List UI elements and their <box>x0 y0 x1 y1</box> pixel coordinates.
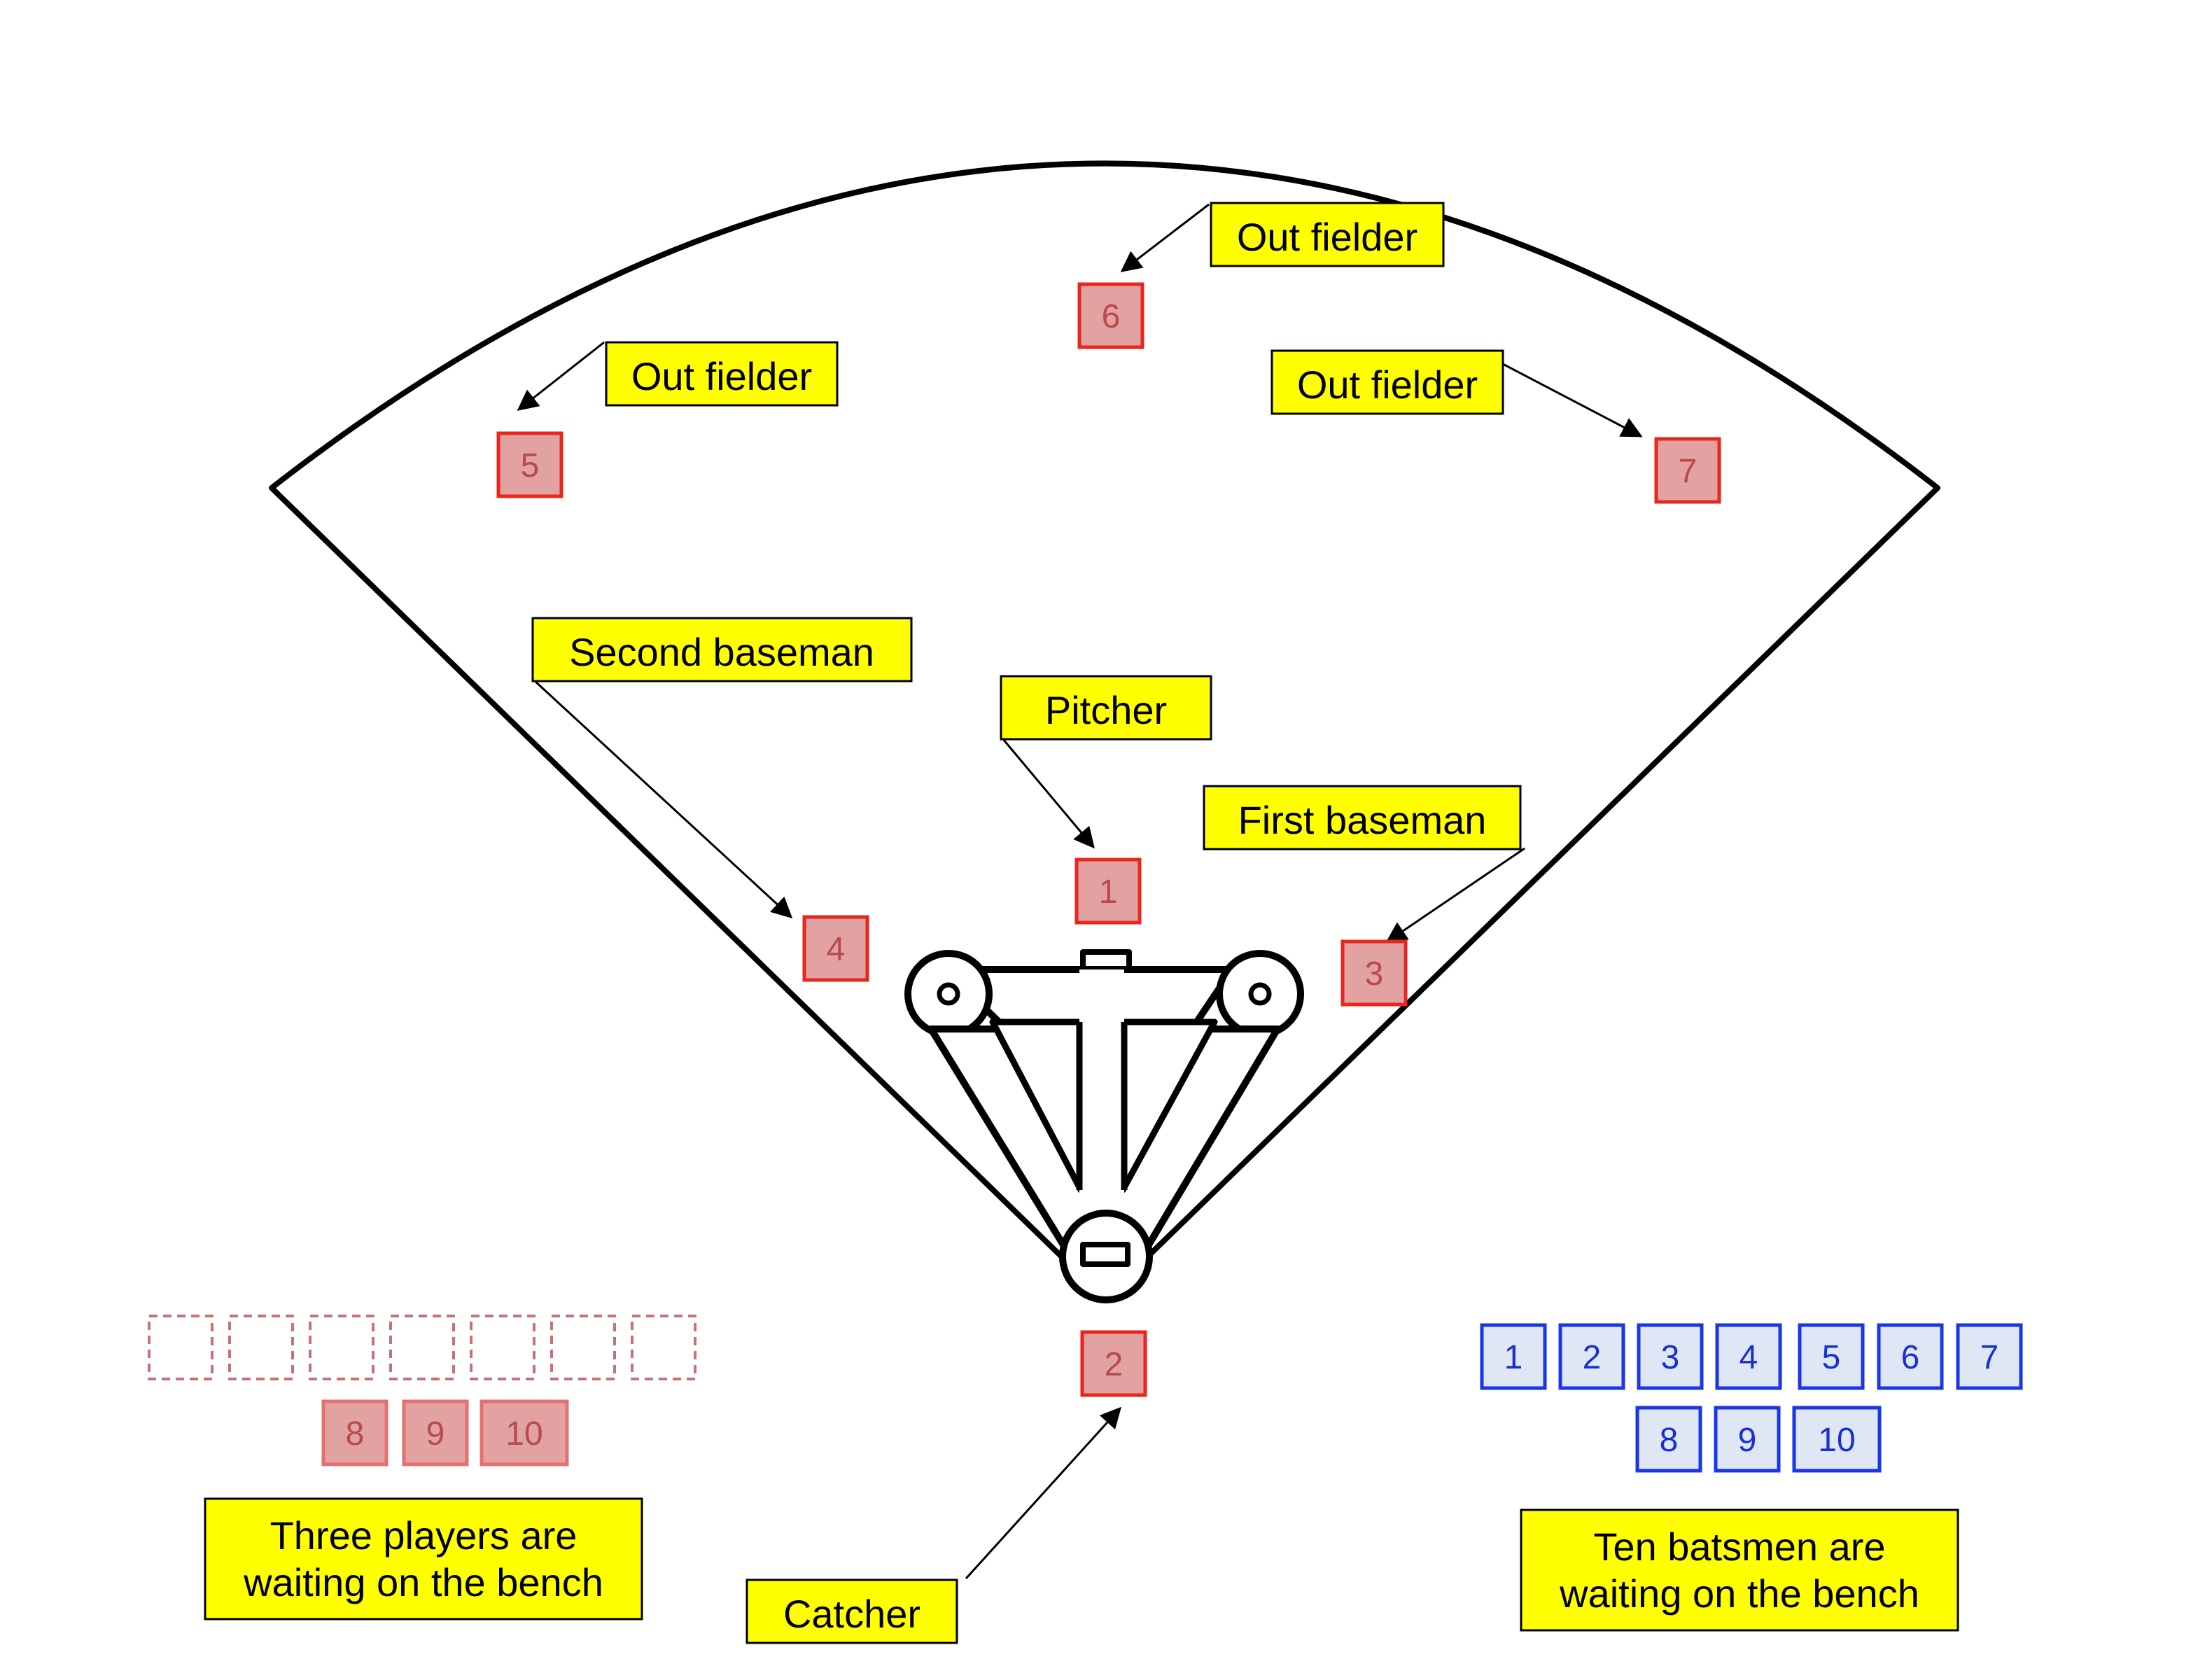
svg-text:9: 9 <box>426 1415 445 1452</box>
bench-fielder-9: 9 <box>402 1399 469 1466</box>
batsman-2: 2 <box>1558 1323 1625 1390</box>
svg-text:Pitcher: Pitcher <box>1045 688 1167 732</box>
svg-text:1: 1 <box>1099 874 1118 911</box>
fielder-1: 1 <box>1074 858 1142 925</box>
svg-text:waiting on the bench: waiting on the bench <box>1559 1572 1919 1616</box>
fielder-2: 2 <box>1080 1330 1147 1397</box>
svg-text:3: 3 <box>1365 955 1384 993</box>
label-bench-batting: Ten batsmen are waiting on the bench <box>1520 1508 1959 1632</box>
empty-bench-slot <box>550 1315 616 1380</box>
fielder-7: 7 <box>1654 437 1721 504</box>
batsman-number: 4 <box>1740 1339 1758 1376</box>
batsman-9: 9 <box>1714 1406 1781 1473</box>
arrow-pitcher <box>1002 738 1095 849</box>
svg-text:First baseman: First baseman <box>1238 798 1487 842</box>
svg-text:7: 7 <box>1679 453 1698 490</box>
batsman-4: 4 <box>1715 1323 1782 1390</box>
arrow-outfielder-right <box>1502 363 1643 438</box>
label-pitcher: Pitcher <box>1000 675 1212 741</box>
svg-text:8: 8 <box>1660 1422 1679 1459</box>
svg-text:Out fielder: Out fielder <box>1297 363 1478 407</box>
svg-text:10: 10 <box>505 1415 542 1452</box>
bench-fielder-10: 10 <box>479 1399 569 1466</box>
label-outfielder-center: Out fielder <box>1210 202 1445 267</box>
fielder-3: 3 <box>1340 939 1408 1007</box>
svg-text:Out fielder: Out fielder <box>631 354 812 398</box>
arrow-outfielder-left <box>517 341 605 411</box>
batsman-3: 3 <box>1637 1323 1704 1390</box>
batsman-6: 6 <box>1877 1323 1944 1390</box>
svg-text:10: 10 <box>1818 1422 1855 1459</box>
fielder-4: 4 <box>802 915 869 982</box>
empty-bench-slot <box>228 1315 294 1380</box>
fielder-6: 6 <box>1077 282 1144 349</box>
svg-text:Second baseman: Second baseman <box>569 630 874 674</box>
arrow-first-baseman <box>1385 847 1525 943</box>
svg-text:6: 6 <box>1102 298 1121 335</box>
batsman-1: 1 <box>1480 1323 1547 1390</box>
svg-text:Out fielder: Out fielder <box>1237 215 1418 259</box>
svg-text:Catcher: Catcher <box>783 1592 920 1636</box>
home-plate <box>1080 1242 1130 1267</box>
batsman-number: 2 <box>1583 1339 1602 1376</box>
arrow-outfielder-center <box>1120 203 1210 272</box>
label-first-baseman: First baseman <box>1203 785 1522 850</box>
svg-text:5: 5 <box>521 447 540 484</box>
label-second-baseman: Second baseman <box>531 617 913 682</box>
bench-fielder-8: 8 <box>321 1399 388 1466</box>
fielding-bench: 8 9 10 <box>321 1399 569 1466</box>
fielders: 1 2 3 4 5 6 7 <box>496 282 1721 1397</box>
batsman-number: 1 <box>1504 1339 1523 1376</box>
empty-bench-slot <box>631 1315 696 1380</box>
svg-text:2: 2 <box>1105 1346 1124 1383</box>
batsman-number: 6 <box>1901 1339 1920 1376</box>
svg-text:waiting on the bench: waiting on the bench <box>243 1560 603 1604</box>
arrow-second-baseman <box>533 679 793 919</box>
batsman-7: 7 <box>1956 1323 2023 1390</box>
infield-diamond <box>904 949 1304 1303</box>
batsman-10: 10 <box>1792 1406 1882 1473</box>
batsman-8: 8 <box>1635 1406 1702 1473</box>
label-bench-fielding: Three players are waiting on the bench <box>204 1497 643 1620</box>
batsman-5: 5 <box>1798 1323 1865 1390</box>
label-catcher: Catcher <box>746 1578 958 1644</box>
svg-text:9: 9 <box>1738 1422 1757 1459</box>
field-outline <box>269 160 1940 1301</box>
empty-bench-slot <box>470 1315 536 1380</box>
fielder-5: 5 <box>496 431 564 498</box>
batting-bench-row-1: 1 2 3 4 5 6 7 <box>1480 1323 2023 1390</box>
batsman-number: 5 <box>1822 1339 1841 1376</box>
arrow-catcher <box>965 1406 1122 1580</box>
svg-text:Ten batsmen are: Ten batsmen are <box>1593 1525 1885 1569</box>
batsman-number: 3 <box>1661 1339 1680 1376</box>
empty-bench-slot <box>148 1315 214 1380</box>
batting-bench-row-2: 8 9 10 <box>1635 1406 1882 1473</box>
empty-bench-slot <box>309 1315 374 1380</box>
svg-text:Three players are: Three players are <box>270 1513 578 1558</box>
empty-bench-slot <box>389 1315 455 1380</box>
svg-text:4: 4 <box>827 931 846 968</box>
label-outfielder-left: Out fielder <box>605 341 839 407</box>
empty-bench-slots <box>148 1315 696 1380</box>
batsman-number: 7 <box>1980 1339 1999 1376</box>
label-outfielder-right: Out fielder <box>1270 349 1504 415</box>
svg-text:8: 8 <box>346 1415 365 1452</box>
